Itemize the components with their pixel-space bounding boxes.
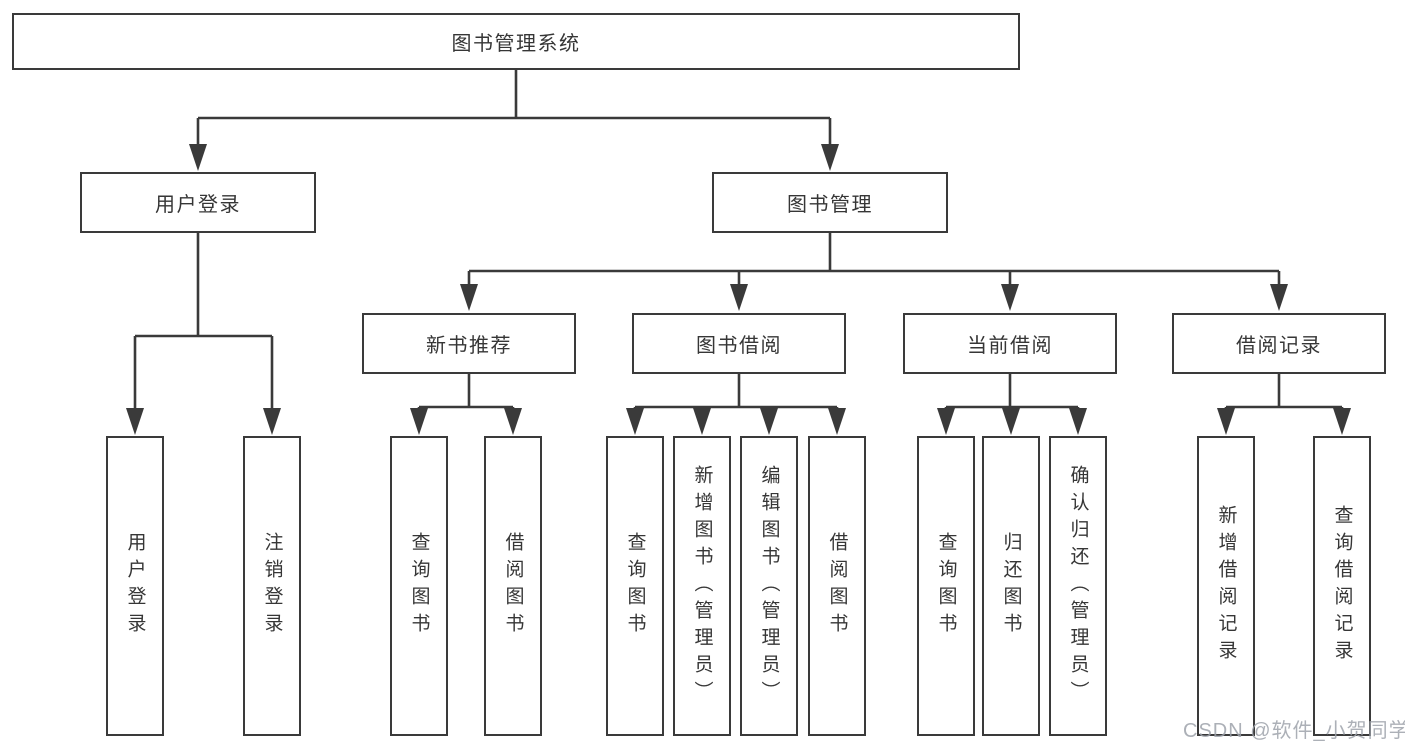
leaf-query-borrow-record: 查询借阅记录 xyxy=(1313,436,1371,736)
node-label: 新书推荐 xyxy=(426,335,512,357)
node-label: 注销登录 xyxy=(261,532,283,640)
node-label: 查询图书 xyxy=(624,532,646,640)
leaf-add-borrow-record: 新增借阅记录 xyxy=(1197,436,1255,736)
connector-user-login-group xyxy=(133,233,274,414)
arrowhead-icon xyxy=(410,408,428,435)
node-label: 新增图书（管理员） xyxy=(691,464,713,708)
node-new-book-recommend: 新书推荐 xyxy=(362,313,576,374)
node-label: 图书管理 xyxy=(787,194,873,216)
leaf-borrow-books-recommend: 借阅图书 xyxy=(484,436,542,736)
node-label: 确认归还（管理员） xyxy=(1067,464,1089,708)
node-label: 当前借阅 xyxy=(967,335,1053,357)
leaf-confirm-return-admin: 确认归还（管理员） xyxy=(1049,436,1107,736)
leaf-edit-books-admin: 编辑图书（管理员） xyxy=(740,436,798,736)
arrowhead-icon xyxy=(937,408,955,435)
leaf-query-books-current: 查询图书 xyxy=(917,436,975,736)
arrowhead-icon xyxy=(821,144,839,171)
node-book-management: 图书管理 xyxy=(712,172,948,233)
arrowhead-icon xyxy=(1001,284,1019,311)
arrowhead-icon xyxy=(1217,408,1235,435)
arrowhead-icon xyxy=(1270,284,1288,311)
node-label: 用户登录 xyxy=(124,532,146,640)
node-book-borrow: 图书借阅 xyxy=(632,313,846,374)
connector-book-management-to-level3 xyxy=(467,233,1281,292)
arrowhead-icon xyxy=(189,144,207,171)
node-label: 归还图书 xyxy=(1000,532,1022,640)
connector-new-book-group xyxy=(417,374,515,414)
csdn-watermark: CSDN @软件_小贺同学 xyxy=(1183,720,1405,742)
arrowhead-icon xyxy=(504,408,522,435)
node-label: 借阅图书 xyxy=(826,532,848,640)
connector-borrow-records-group xyxy=(1224,374,1344,414)
arrowhead-icon xyxy=(626,408,644,435)
node-label: 查询图书 xyxy=(408,532,430,640)
leaf-borrow-books: 借阅图书 xyxy=(808,436,866,736)
leaf-query-books-recommend: 查询图书 xyxy=(390,436,448,736)
leaf-return-books: 归还图书 xyxy=(982,436,1040,736)
node-label: 用户登录 xyxy=(155,194,241,216)
node-label: 借阅记录 xyxy=(1236,335,1322,357)
arrowhead-icon xyxy=(1069,408,1087,435)
connector-book-borrow-group xyxy=(633,374,839,414)
node-label: 查询图书 xyxy=(935,532,957,640)
node-library-management-system: 图书管理系统 xyxy=(12,13,1020,70)
node-label: 新增借阅记录 xyxy=(1215,505,1237,667)
leaf-query-books-borrow: 查询图书 xyxy=(606,436,664,736)
arrowhead-icon xyxy=(730,284,748,311)
arrowhead-icon xyxy=(460,284,478,311)
node-label: 编辑图书（管理员） xyxy=(758,464,780,708)
node-user-login: 用户登录 xyxy=(80,172,316,233)
node-label: 查询借阅记录 xyxy=(1331,505,1353,667)
arrowhead-icon xyxy=(126,408,144,435)
arrowhead-icon xyxy=(828,408,846,435)
arrowhead-icon xyxy=(1002,408,1020,435)
arrowhead-icon xyxy=(693,408,711,435)
leaf-user-login: 用户登录 xyxy=(106,436,164,736)
arrowhead-icon xyxy=(1333,408,1351,435)
arrowhead-icon xyxy=(760,408,778,435)
node-label: 借阅图书 xyxy=(502,532,524,640)
node-current-borrow: 当前借阅 xyxy=(903,313,1117,374)
leaf-add-books-admin: 新增图书（管理员） xyxy=(673,436,731,736)
node-borrow-records: 借阅记录 xyxy=(1172,313,1386,374)
node-label: 图书借阅 xyxy=(696,335,782,357)
connector-root-to-level2 xyxy=(196,70,832,150)
node-label: 图书管理系统 xyxy=(451,33,581,55)
leaf-logout: 注销登录 xyxy=(243,436,301,736)
arrowhead-icon xyxy=(263,408,281,435)
